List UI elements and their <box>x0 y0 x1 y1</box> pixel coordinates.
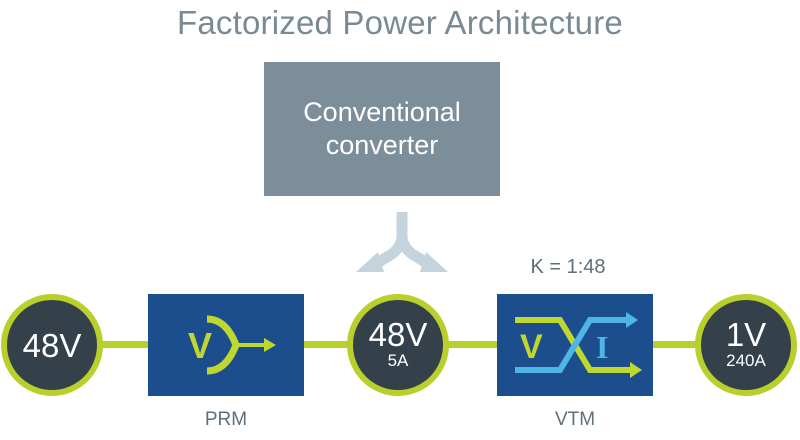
conventional-converter-label: Conventional converter <box>282 96 482 162</box>
conventional-line2: converter <box>325 130 439 160</box>
input-node-label: 48V <box>4 329 100 362</box>
split-arrow-icon <box>369 212 435 271</box>
conventional-line1: Conventional <box>303 97 461 127</box>
prm-box <box>148 294 304 396</box>
mid-node-voltage: 48V <box>368 316 428 353</box>
prm-icon: V <box>188 315 276 375</box>
mid-node-circle <box>347 294 449 396</box>
split-arrow-left-head <box>356 252 384 272</box>
k-ratio-label: K = 1:48 <box>530 256 606 278</box>
input-node-circle <box>1 294 103 396</box>
mid-node-label: 48V 5A <box>350 318 446 371</box>
conventional-converter-box: Conventional converter <box>264 62 500 196</box>
diagram-title: Factorized Power Architecture <box>177 4 623 41</box>
split-arrow-right-head <box>420 252 448 272</box>
output-node-circle <box>695 294 797 396</box>
vtm-icon-letter-v: V <box>520 328 543 366</box>
output-node-label: 1V 240A <box>698 318 794 371</box>
vtm-label: VTM <box>554 409 596 430</box>
output-node-current: 240A <box>726 351 766 370</box>
prm-icon-letter: V <box>188 325 212 366</box>
vtm-icon-letter-i: I <box>596 329 608 365</box>
mid-node-current: 5A <box>387 351 409 370</box>
vtm-icon: V I <box>515 312 642 378</box>
input-node-voltage: 48V <box>22 327 82 364</box>
prm-label: PRM <box>204 409 248 430</box>
output-node-voltage: 1V <box>725 316 767 353</box>
